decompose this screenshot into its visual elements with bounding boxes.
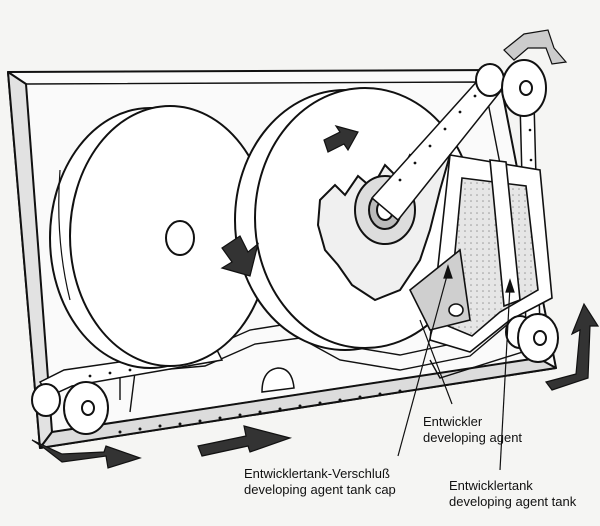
arrow-bottom-middle-icon — [197, 425, 293, 457]
pointer-lines — [397, 264, 515, 471]
label-developing-agent: Entwickler developing agent — [423, 414, 522, 446]
arrow-top-right-icon — [503, 29, 568, 65]
label-developing-agent-tank: Entwicklertank developing agent tank — [449, 478, 576, 510]
pointer-tank — [499, 285, 511, 471]
developing-agent-tank — [408, 154, 553, 353]
label-tank-cap-de: Entwicklertank-Verschluß — [244, 466, 390, 481]
roller-bottom-left — [31, 381, 109, 435]
label-developing-agent-tank-cap: Entwicklertank-Verschluß developing agen… — [244, 466, 396, 498]
arrow-right-reel-icon — [323, 124, 359, 153]
bottom-rail-perforations — [118, 389, 402, 434]
left-film-reel — [49, 105, 271, 369]
pointer-developer — [419, 319, 453, 405]
label-tank-de: Entwicklertank — [449, 478, 533, 493]
arrow-right-side-icon — [544, 302, 600, 391]
label-developer-en: developing agent — [423, 430, 523, 445]
label-tank-en: developing agent tank — [449, 494, 577, 509]
direction-arrows — [31, 29, 600, 469]
pointer-tank-cap — [397, 271, 449, 457]
roller-top-right — [475, 59, 547, 117]
label-tank-cap-en: developing agent tank cap — [244, 482, 396, 497]
tray-bump — [261, 367, 295, 393]
label-developer-de: Entwickler — [423, 414, 483, 429]
roller-bottom-right — [505, 313, 559, 363]
arrow-left-reel-icon — [220, 235, 260, 277]
arrow-bottom-left-icon — [31, 439, 142, 469]
